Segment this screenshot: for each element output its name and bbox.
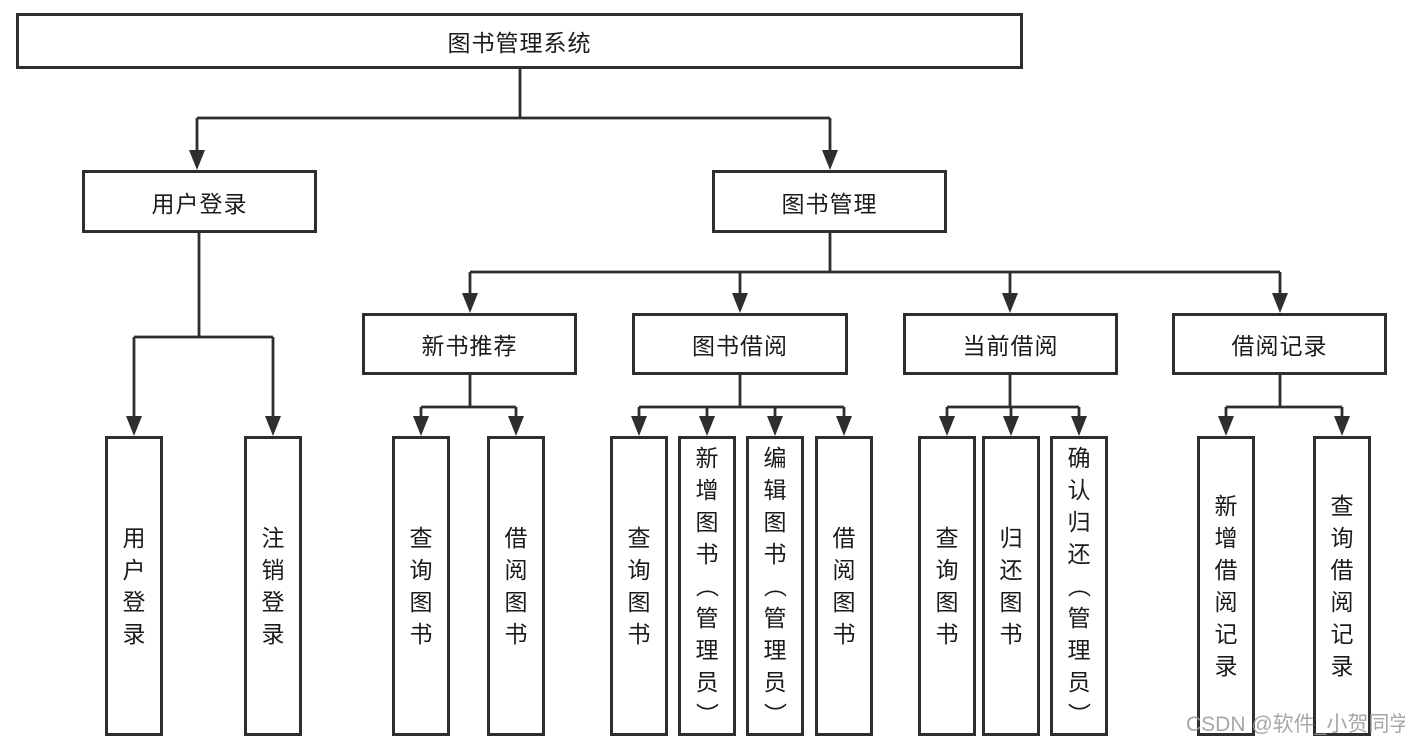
node-current-borrowing: 当前借阅	[903, 313, 1118, 375]
connector-records-to-leaves	[1224, 373, 1344, 420]
leaf-query-borrow-record: 查询借阅记录	[1313, 436, 1371, 736]
node-book-management-label: 图书管理	[781, 190, 878, 217]
csdn-watermark: CSDN @软件_小贺同学	[1186, 713, 1405, 736]
leaf-confirm-return-admin: 确认归还（管理员）	[1050, 436, 1108, 736]
leaf-query-books-1: 查询图书	[392, 436, 450, 736]
node-new-book-recommend-label: 新书推荐	[421, 333, 518, 359]
connector-bookmgmt-to-level3	[468, 231, 1282, 297]
leaf-query-books-2: 查询图书	[610, 436, 668, 736]
node-root: 图书管理系统	[16, 13, 1023, 69]
leaf-add-borrow-record: 新增借阅记录	[1197, 436, 1255, 736]
connector-root-to-level2	[195, 67, 832, 154]
leaf-borrow-books-2: 借阅图书	[815, 436, 873, 736]
connector-userlogin-to-leaves	[132, 231, 275, 420]
node-user-login-label: 用户登录	[151, 190, 248, 217]
node-user-login: 用户登录	[82, 170, 317, 233]
node-book-borrowing-label: 图书借阅	[692, 333, 788, 359]
leaf-add-books-admin: 新增图书（管理员）	[678, 436, 736, 736]
leaf-query-books-3: 查询图书	[918, 436, 976, 736]
leaf-user-login: 用户登录	[105, 436, 163, 736]
leaf-borrow-books-1: 借阅图书	[487, 436, 545, 736]
node-book-management: 图书管理	[712, 170, 947, 233]
node-new-book-recommend: 新书推荐	[362, 313, 577, 375]
leaf-edit-books-admin: 编辑图书（管理员）	[746, 436, 804, 736]
connector-newbooks-to-leaves	[419, 373, 518, 420]
node-current-borrowing-label: 当前借阅	[962, 333, 1059, 359]
node-root-label: 图书管理系统	[447, 30, 592, 56]
node-borrow-records-label: 借阅记录	[1231, 333, 1328, 359]
connector-borrow-to-leaves	[637, 373, 846, 420]
node-borrow-records: 借阅记录	[1172, 313, 1387, 375]
leaf-logout: 注销登录	[244, 436, 302, 736]
leaf-return-books: 归还图书	[982, 436, 1040, 736]
connector-current-to-leaves	[945, 373, 1081, 420]
node-book-borrowing: 图书借阅	[632, 313, 848, 375]
